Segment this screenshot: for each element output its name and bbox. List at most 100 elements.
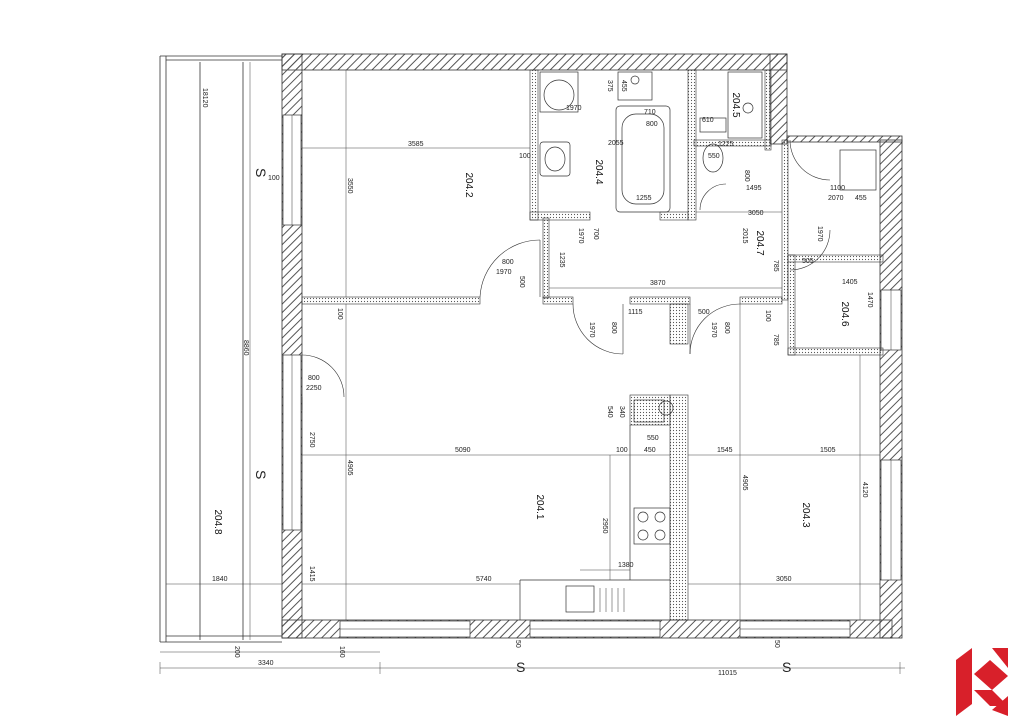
dim-3550: 3550: [346, 178, 353, 194]
toilet-icon: [702, 143, 724, 173]
room-204-8: 204.8: [212, 509, 223, 534]
balcony-outline: [159, 55, 282, 643]
dim-1470: 1470: [866, 292, 873, 308]
interior-walls: [301, 69, 884, 621]
dim-540: 540: [606, 406, 613, 418]
dim-1970-f: 1970: [566, 105, 582, 112]
dim-800-b: 800: [610, 322, 617, 334]
dim-1970-a: 1970: [496, 269, 512, 276]
dim-550-a: 550: [708, 153, 720, 160]
dim-5090: 5090: [455, 447, 471, 454]
windows: [282, 114, 902, 638]
bathtub-icon: [615, 105, 671, 213]
boiler-icon: [658, 400, 674, 416]
dim-375: 375: [606, 80, 613, 92]
dim-3340: 3340: [258, 660, 274, 667]
dim-2750: 2750: [308, 432, 315, 448]
dim-1255: 1255: [636, 195, 652, 202]
dim-200: 200: [233, 646, 240, 658]
room-204-5: 204.5: [730, 92, 741, 117]
south-mark: S: [516, 659, 525, 675]
dim-2015: 2015: [741, 228, 748, 244]
dim-340: 340: [618, 406, 625, 418]
stove-icon: [633, 507, 671, 545]
dim-700: 700: [592, 228, 599, 240]
south-mark: S: [253, 168, 269, 177]
dim-800-c: 800: [723, 322, 730, 334]
dim-100-a: 100: [268, 175, 280, 182]
dim-160: 160: [338, 646, 345, 658]
dim-100-e: 100: [764, 310, 771, 322]
dim-2250: 2250: [306, 385, 322, 392]
dim-1505: 1505: [820, 447, 836, 454]
room-204-7: 204.7: [754, 230, 765, 255]
dim-2070: 2070: [828, 195, 844, 202]
dim-1970-d: 1970: [816, 226, 823, 242]
dim-4905-b: 4905: [741, 475, 748, 491]
dim-550-b: 550: [647, 435, 659, 442]
dim-710: 710: [644, 109, 656, 116]
dim-1235: 1235: [558, 252, 565, 268]
dim-1225: 1225: [718, 141, 734, 148]
dim-50-b: 50: [773, 640, 780, 648]
dim-505: 505: [802, 258, 814, 265]
room-204-3: 204.3: [800, 502, 811, 527]
sink-icon: [544, 146, 566, 172]
dim-1545: 1545: [717, 447, 733, 454]
dim-1415: 1415: [308, 566, 315, 582]
dim-50-a: 50: [514, 640, 521, 648]
dim-1405: 1405: [842, 279, 858, 286]
dim-18120: 18120: [201, 88, 208, 108]
dim-450: 450: [644, 447, 656, 454]
dim-1970-c: 1970: [710, 322, 717, 338]
dim-3050-a: 3050: [776, 576, 792, 583]
dim-1970-b: 1970: [588, 322, 595, 338]
outer-walls: [281, 53, 903, 639]
dim-1840: 1840: [212, 576, 228, 583]
dim-5740: 5740: [476, 576, 492, 583]
dim-8860: 8860: [242, 340, 249, 356]
dim-500-b: 500: [698, 309, 710, 316]
dim-100-b: 100: [519, 153, 531, 160]
dim-1380: 1380: [618, 562, 634, 569]
dim-4905-a: 4905: [346, 460, 353, 476]
room-204-2: 204.2: [463, 172, 474, 197]
dim-800-e: 800: [743, 170, 750, 182]
dim-785-a: 785: [772, 260, 779, 272]
dim-1115: 1115: [628, 309, 643, 316]
dim-455-b: 455: [855, 195, 867, 202]
dim-800-a: 800: [502, 259, 514, 266]
dim-100-c: 100: [336, 308, 343, 320]
dim-785-b: 785: [772, 334, 779, 346]
dim-3050-b: 3050: [748, 210, 764, 217]
dim-2055: 2055: [608, 140, 624, 147]
dim-610: 610: [702, 117, 714, 124]
room-204-1: 204.1: [534, 494, 545, 519]
south-markers: S S S S: [253, 168, 791, 675]
room-labels: 204.2 204.4 204.5 204.7 204.6 204.8 204.…: [212, 92, 850, 534]
dim-800-f: 800: [308, 375, 320, 382]
room-204-4: 204.4: [593, 159, 604, 184]
fixtures: [519, 71, 877, 620]
dim-3585: 3585: [408, 141, 424, 148]
dim-2950: 2950: [601, 518, 608, 534]
dim-800-d: 800: [646, 121, 658, 128]
dimension-lines: [159, 62, 905, 674]
company-logo-icon: [956, 648, 1008, 716]
dim-1495: 1495: [746, 185, 762, 192]
kitchen-sink-icon: [565, 585, 595, 613]
dim-1100: 1100: [830, 185, 845, 192]
dim-1970-e: 1970: [577, 228, 584, 244]
dim-455-a: 455: [620, 80, 627, 92]
dimension-texts: 18120 3585 3550 8860 100 100 100 2750 49…: [201, 80, 873, 677]
south-mark: S: [782, 659, 791, 675]
dim-100-d: 100: [616, 447, 628, 454]
door-swings: [301, 139, 831, 410]
room-204-6: 204.6: [839, 301, 850, 326]
dim-3870: 3870: [650, 280, 666, 287]
dim-11015: 11015: [718, 670, 737, 677]
dim-500-a: 500: [518, 276, 525, 288]
washing-machine-icon: [543, 79, 575, 111]
south-mark: S: [253, 470, 269, 479]
